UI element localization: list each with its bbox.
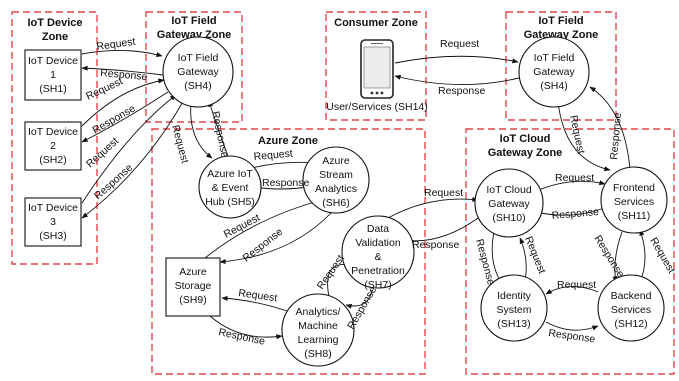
edge-sh11-to-sh4b: [589, 86, 631, 171]
label-sh4b-sh11-request: Request: [567, 114, 587, 155]
label-sh4a-sh3-response: Response: [92, 162, 135, 203]
zone-azure: [151, 128, 426, 375]
edge-sh2-to-sh4a: [81, 78, 165, 127]
node-sh8: [281, 293, 355, 367]
edge-sh7-to-sh8: [345, 289, 373, 309]
label-sh9-sh8-response: Response: [217, 326, 266, 348]
zone-consumer: [325, 11, 427, 121]
label-sh4a-sh1-response: Response: [100, 67, 148, 83]
edge-sh6-to-sh9: [219, 211, 333, 265]
label-sh12-sh13-request: Request: [557, 279, 596, 291]
zone-field-gateway-2: [505, 11, 617, 121]
edge-sh12-to-sh13: [545, 286, 599, 295]
label-sh11-sh4b-response: Response: [608, 112, 624, 160]
edge-sh4b-to-sh11: [557, 101, 611, 172]
edge-sh8-to-sh9: [221, 295, 291, 313]
label-sh8-sh7-request: Request: [315, 253, 347, 292]
edge-sh3-to-sh4a: [81, 94, 177, 204]
label-sh11-sh10-response: Response: [551, 206, 599, 222]
zone-iot-device: [11, 11, 98, 265]
edge-sh12-to-sh11: [639, 229, 646, 283]
edge-sh10-to-sh7: [404, 217, 479, 244]
edge-sh1-to-sh4a: [81, 50, 163, 57]
node-sh2: [24, 121, 82, 171]
node-sh13: [480, 274, 548, 342]
edge-sh7-to-sh10: [387, 196, 479, 219]
edge-sh4a-to-sh3: [81, 97, 186, 219]
node-sh14-label: User/Services (SH14): [326, 101, 428, 113]
label-sh1-sh4a-request: Request: [96, 36, 136, 53]
edge-sh13-to-sh12: [545, 321, 599, 331]
edge-sh11-to-sh10: [535, 207, 605, 216]
label-sh3-sh4a-request: Request: [84, 135, 121, 170]
zone-field-gateway-1: [145, 11, 243, 123]
edge-sh14-to-sh4b: [394, 55, 519, 64]
edge-sh4a-to-sh1: [81, 65, 164, 76]
node-sh4b: [518, 36, 590, 108]
zone-iot-cloud-gateway: [465, 128, 675, 375]
label-sh12-sh11-request: Request: [647, 236, 677, 276]
node-sh4a: [162, 36, 234, 108]
node-sh9: [165, 257, 221, 317]
edge-sh9-to-sh8: [209, 315, 283, 340]
edge-sh9-to-sh6: [204, 199, 323, 259]
zone-consumer-title: Consumer Zone: [334, 17, 418, 29]
smartphone-icon: [360, 39, 394, 99]
edge-sh5-to-sh4a: [208, 100, 229, 157]
label-sh8-sh9-request: Request: [238, 287, 278, 304]
edge-sh4a-to-sh5: [190, 101, 213, 159]
label-sh7-sh8-response: Response: [345, 284, 379, 331]
label-sh5-sh4a-response: Response: [209, 110, 231, 159]
label-sh6-sh9-response: Response: [240, 226, 285, 265]
edge-sh4a-to-sh2: [81, 91, 169, 143]
label-sh13-sh12-response: Response: [548, 327, 597, 345]
label-sh5-sh6-request: Request: [253, 148, 293, 163]
edge-sh4b-to-sh14: [394, 74, 520, 85]
label-sh4b-sh14-response: Response: [438, 85, 485, 97]
label-sh14-sh4b-request: Request: [440, 38, 479, 50]
node-sh10: [474, 168, 544, 238]
label-sh10-sh7-response: Response: [412, 239, 459, 251]
label-sh6-sh5-response: Response: [262, 177, 309, 189]
label-sh4a-sh5-request: Request: [169, 124, 191, 165]
edge-sh11-to-sh12: [612, 231, 623, 283]
label-sh11-sh12-response: Response: [591, 233, 626, 280]
node-sh3: [24, 197, 82, 247]
label-sh7-sh10-request: Request: [424, 187, 463, 199]
node-sh1: [24, 49, 82, 101]
zone-azure-title: Azure Zone: [258, 135, 318, 147]
node-sh12: [597, 274, 665, 342]
node-sh5: [198, 155, 262, 219]
node-sh7: [341, 215, 415, 289]
label-sh10-sh11-request: Request: [555, 172, 594, 184]
node-sh6: [302, 146, 370, 214]
node-sh11: [600, 166, 668, 234]
